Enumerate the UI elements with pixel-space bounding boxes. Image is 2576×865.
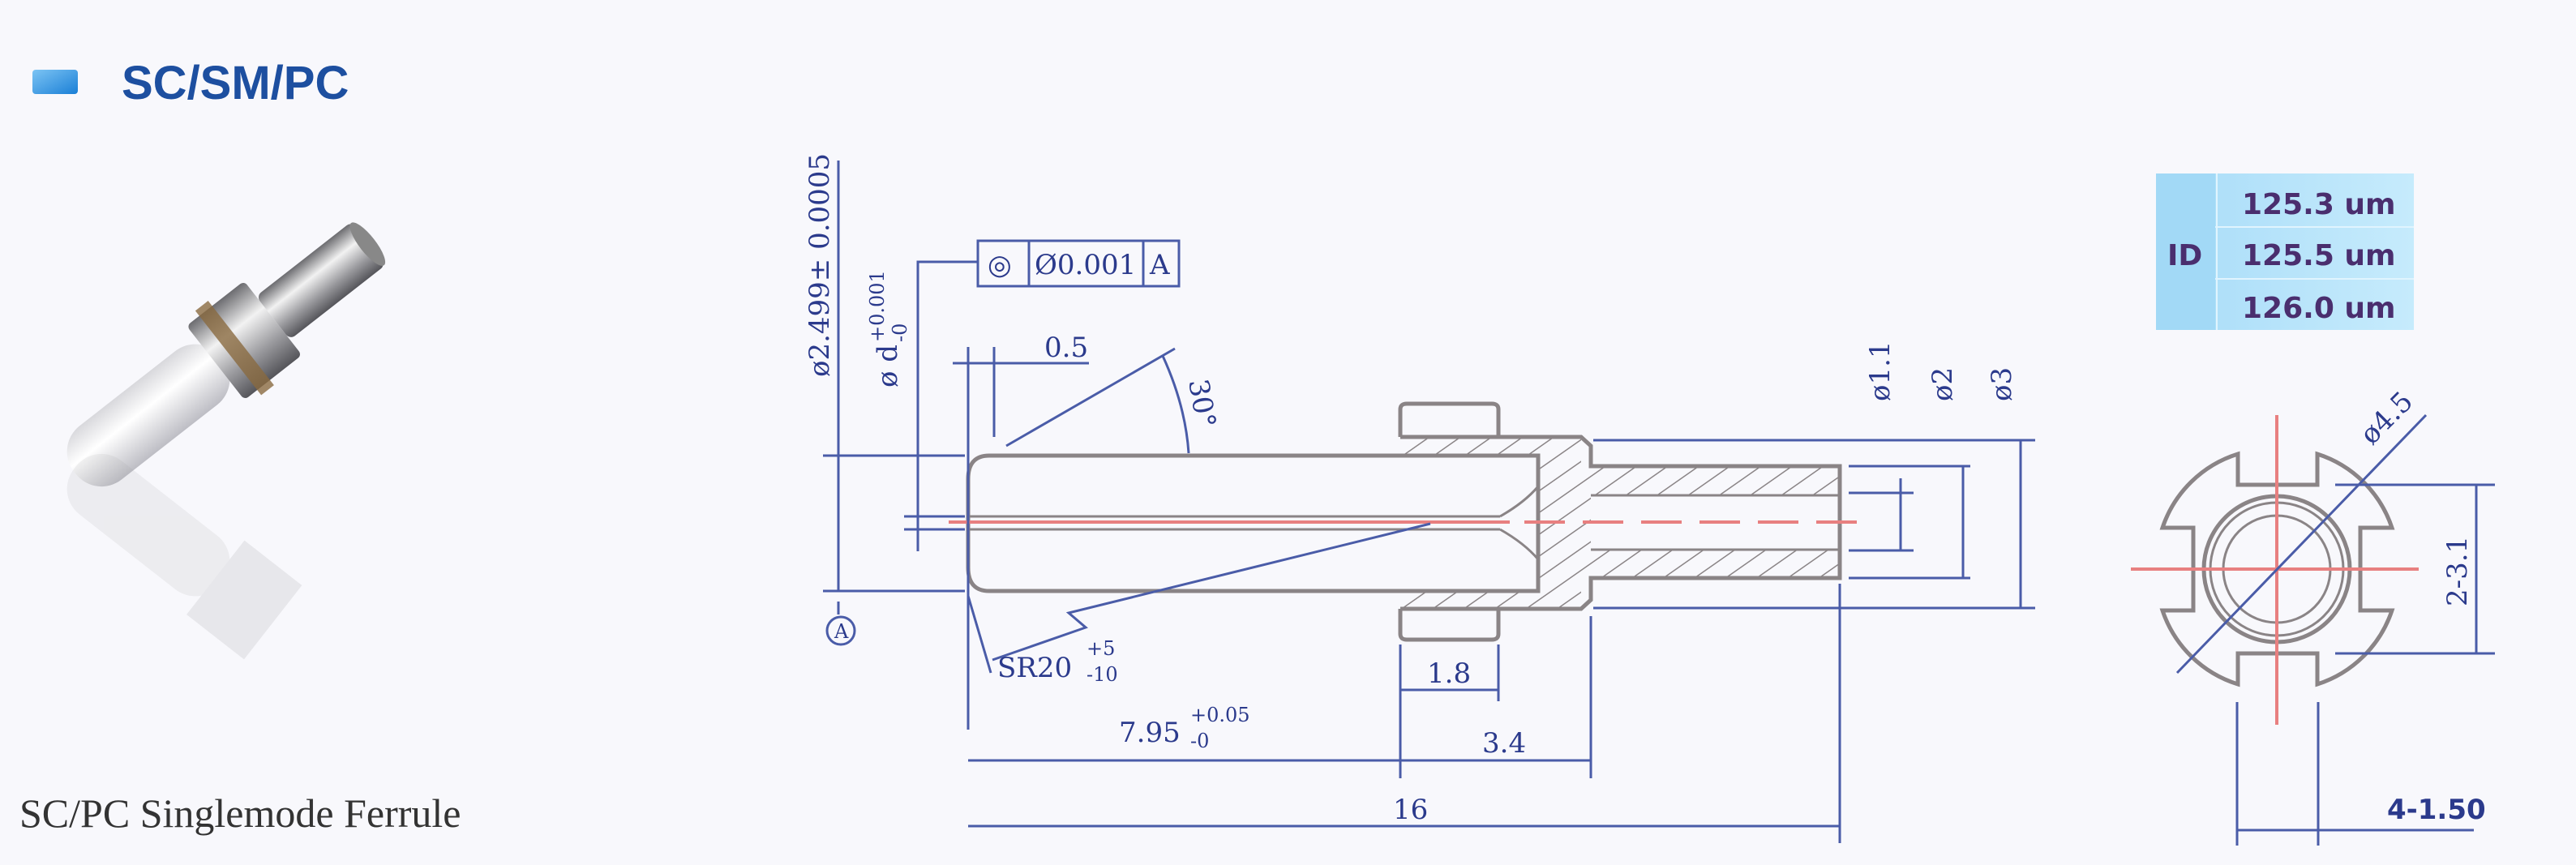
radius-tol-minus: -10 — [1087, 663, 1118, 686]
fcf-datum: A — [1149, 249, 1170, 281]
tail-length: 3.4 — [1482, 727, 1526, 760]
chamfer-length: 0.5 — [1044, 332, 1088, 364]
tail-outer-dia: ø3 — [1986, 367, 2018, 401]
tail-inner-dia: ø2 — [1927, 367, 1959, 401]
flange-width: 1.8 — [1427, 657, 1471, 690]
datum-label: A — [834, 620, 849, 643]
radius-tol-plus: +5 — [1087, 637, 1115, 660]
product-caption: SC/PC Singlemode Ferrule — [19, 790, 461, 836]
body-length-tol-plus: +0.05 — [1190, 704, 1250, 726]
chamfer-angle: 30° — [1181, 377, 1222, 430]
id-value-1: 125.3 um — [2242, 188, 2396, 221]
total-length: 16 — [1393, 794, 1428, 826]
product-photo — [66, 222, 386, 660]
fcf-tolerance: Ø0.001 — [1035, 249, 1136, 281]
id-value-2: 125.5 um — [2242, 239, 2396, 272]
bore-tol-plus: +0.001 — [866, 270, 889, 342]
body-length-tol-minus: -0 — [1190, 730, 1209, 752]
body-length: 7.95 — [1119, 717, 1181, 749]
slot-span: 2-3.1 — [2441, 536, 2474, 606]
id-label: ID — [2167, 239, 2202, 272]
end-diameter: ø4.5 — [2354, 385, 2420, 451]
radius-label: SR20 — [997, 652, 1072, 684]
fcf-symbol: ◎ — [988, 249, 1012, 281]
id-value-3: 126.0 um — [2242, 292, 2396, 325]
tail-bore-dia: ø1.1 — [1864, 340, 1897, 401]
id-table: ID 125.3 um 125.5 um 126.0 um — [2156, 173, 2414, 330]
page-title: SC/SM/PC — [122, 57, 349, 109]
side-view-drawing: A ◎ Ø0.001 A ø2.499± 0.0005 ø d +0.001 -… — [804, 153, 2035, 843]
od-dimension: ø2.499± 0.0005 — [804, 153, 836, 377]
header-bullet-icon — [32, 70, 78, 94]
bore-tol-minus: -0 — [889, 323, 911, 342]
end-view-drawing: ø4.5 2-3.1 4-1.50 — [2131, 385, 2495, 846]
slot-width: 4-1.50 — [2387, 794, 2486, 826]
bore-dimension: ø d — [872, 345, 904, 388]
